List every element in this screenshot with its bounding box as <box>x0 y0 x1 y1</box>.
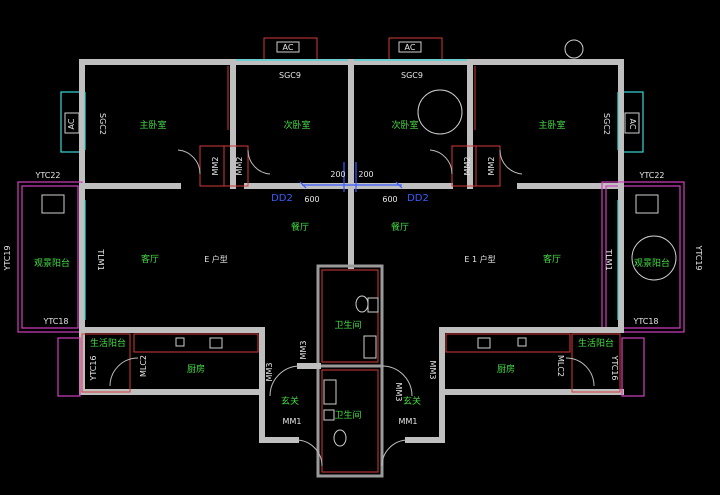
label-ytc19-right: YTC19 <box>694 244 703 270</box>
label-unit-e: E 户型 <box>204 254 228 264</box>
ac-unit-top-right <box>388 37 443 61</box>
label-sgc2-right: SGC2 <box>602 113 611 135</box>
label-ytc18-left: YTC18 <box>42 317 68 326</box>
label-second-bedroom-left: 次卧室 <box>283 119 310 131</box>
dim-600-left: 600 <box>304 195 319 204</box>
mm2-l2: MM2 <box>235 157 244 176</box>
label-ytc16-right: YTC16 <box>610 354 619 380</box>
mm2-r2: MM2 <box>487 157 496 176</box>
label-tlm1-left: TLM1 <box>96 248 105 270</box>
ac-label-top-right: AC <box>405 43 416 52</box>
label-dining-left: 餐厅 <box>291 221 309 233</box>
label-kitchen-left: 厨房 <box>187 363 205 375</box>
label-ytc16-left: YTC16 <box>89 355 98 381</box>
label-mm3-b: MM3 <box>265 363 274 382</box>
label-second-bedroom-right: 次卧室 <box>391 119 418 131</box>
label-bath-top: 卫生间 <box>334 319 361 331</box>
label-mm1-right: MM1 <box>399 417 418 426</box>
label-mm3-a: MM3 <box>299 341 308 360</box>
mm2-r1: MM2 <box>463 157 472 176</box>
label-dining-right: 餐厅 <box>391 221 409 233</box>
label-mm3-c: MM3 <box>394 383 403 402</box>
label-sgc9-right: SGC9 <box>401 71 423 80</box>
mm2-l1: MM2 <box>211 157 220 176</box>
view-balcony-right <box>605 185 681 329</box>
label-entry-left: 玄关 <box>281 395 299 407</box>
ac-label-top-left: AC <box>283 43 294 52</box>
life-balcony-left <box>81 333 131 393</box>
label-mlc2-left: MLC2 <box>139 355 148 377</box>
label-unit-e1: E 1 户型 <box>464 254 495 264</box>
label-sgc2-left: SGC2 <box>98 113 107 135</box>
label-master-bedroom-right: 主卧室 <box>538 119 565 131</box>
dim-200-right: 200 <box>358 170 373 179</box>
label-sgc9-left: SGC9 <box>279 71 301 80</box>
label-master-bedroom-left: 主卧室 <box>139 119 166 131</box>
label-bath-bottom: 卫生间 <box>334 409 361 421</box>
label-mm3-d: MM3 <box>428 361 437 380</box>
label-entry-right: 玄关 <box>403 395 421 407</box>
svg-text:AC: AC <box>628 119 637 130</box>
label-ytc19-left: YTC19 <box>3 245 12 271</box>
label-view-balcony-left: 观景阳台 <box>34 257 70 269</box>
label-kitchen-right: 厨房 <box>497 363 515 375</box>
view-balcony-left <box>17 181 83 333</box>
label-ytc18-right: YTC18 <box>632 317 658 326</box>
dim-200-left: 200 <box>330 170 345 179</box>
bathroom-top <box>316 264 384 368</box>
label-ytc22-right: YTC22 <box>638 171 664 180</box>
svg-text:AC: AC <box>67 118 76 129</box>
label-living-left: 客厅 <box>141 253 159 265</box>
label-ytc22-left: YTC22 <box>34 171 60 180</box>
dim-tag-left: DD2 <box>271 193 293 204</box>
label-mlc2-right: MLC2 <box>556 355 565 377</box>
label-life-balcony-right: 生活阳台 <box>578 337 614 349</box>
label-mm1-left: MM1 <box>283 417 302 426</box>
label-life-balcony-left: 生活阳台 <box>90 337 126 349</box>
bathroom-bottom <box>316 364 384 478</box>
dim-600-right: 600 <box>382 195 397 204</box>
life-balcony-right <box>571 333 621 393</box>
label-tlm1-right: TLM1 <box>604 248 613 270</box>
dim-tag-right: DD2 <box>407 193 429 204</box>
label-view-balcony-right: 观景阳台 <box>634 257 670 269</box>
label-living-right: 客厅 <box>543 253 561 265</box>
north-symbol <box>564 39 584 59</box>
